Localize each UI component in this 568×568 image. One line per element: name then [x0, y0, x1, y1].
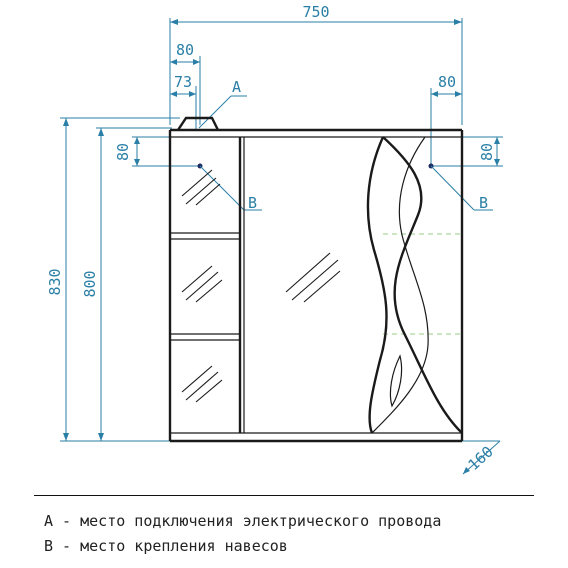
dimension-80-left-label: 80 — [176, 41, 194, 59]
legend-line-a: A - место подключения электрического про… — [44, 512, 442, 530]
left-shelves — [170, 232, 240, 341]
dimension-right-80: 80 — [430, 73, 462, 165]
dimension-overall-width: 750 — [169, 3, 463, 125]
dimension-total-height: 830 — [46, 117, 180, 442]
dimension-left-vertical-80: 80 — [114, 136, 200, 167]
dimension-80-right-vertical-label: 80 — [478, 143, 496, 161]
dimension-750-label: 750 — [302, 3, 329, 21]
marker-b-left-label: B — [248, 194, 257, 212]
marker-b-right-label: B — [479, 194, 488, 212]
glass-hatch-middle — [181, 265, 223, 303]
legend-divider — [34, 495, 534, 496]
dimension-160-label: 160 — [465, 443, 497, 475]
dimension-left-73: 73 — [170, 73, 197, 130]
mirror-hatch — [285, 252, 341, 303]
dimension-left-80: 80 — [170, 41, 201, 125]
dimension-80-left-vertical-label: 80 — [114, 143, 132, 161]
dimension-830-label: 830 — [46, 268, 64, 295]
marker-a: A — [198, 78, 247, 129]
dimension-80-right-label: 80 — [438, 73, 456, 91]
marker-a-label: A — [232, 78, 241, 96]
dimension-depth: 160 — [462, 440, 501, 475]
marker-b-left: B — [197, 163, 262, 212]
cabinet-outline — [168, 116, 464, 443]
dimension-body-height: 800 — [81, 127, 172, 441]
dimension-800-label: 800 — [81, 270, 99, 297]
glass-hatch-bottom — [181, 365, 223, 403]
dimension-73-label: 73 — [174, 73, 192, 91]
right-door-wave — [366, 136, 463, 434]
dimension-right-vertical-80: 80 — [431, 136, 503, 167]
legend-line-b: B - место крепления навесов — [44, 537, 288, 555]
marker-b-right: B — [428, 163, 493, 212]
glass-hatch-top — [181, 169, 221, 206]
